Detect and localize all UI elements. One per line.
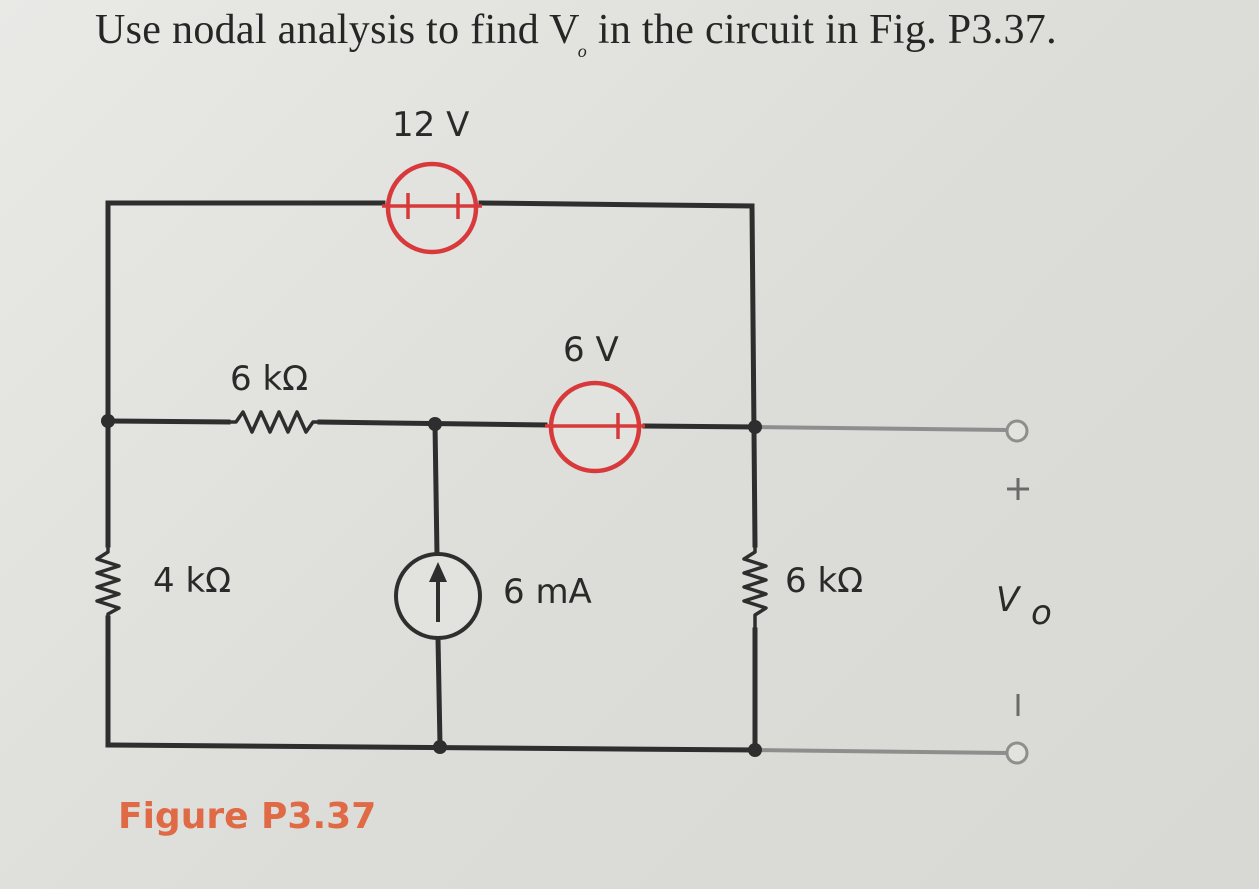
resistor-6k-top-zigzag (228, 410, 320, 434)
figure-caption: Figure P3.37 (118, 796, 376, 837)
wire-right-upper (749, 203, 758, 548)
node-left-mid (101, 414, 115, 428)
output-voltage-subscript: o (1031, 593, 1052, 633)
resistor-6k-top: 6 kΩ (228, 359, 320, 434)
wire-csrc-bottom (435, 635, 443, 748)
resistor-6k-right-zigzag (742, 545, 768, 630)
circuit-wires (105, 200, 1009, 755)
node-center-mid (428, 417, 442, 431)
resistor-4k-left-zigzag (95, 545, 121, 618)
problem-variable: V (549, 7, 580, 53)
voltage-source-12v-label: 12 V (392, 105, 469, 145)
voltage-source-12v-circle (385, 161, 479, 255)
junction-nodes (101, 414, 762, 757)
output-terminal-bottom (1005, 741, 1029, 765)
problem-text-after: in the circuit in Fig. P3.37. (587, 7, 1057, 53)
wire-top-right (478, 200, 755, 209)
voltage-source-12v: 12 V (382, 105, 482, 255)
problem-statement: Use nodal analysis to find Vo in the cir… (95, 6, 1057, 62)
wire-mid-right (642, 423, 758, 430)
resistor-4k-left: 4 kΩ (95, 545, 231, 618)
current-arrow-icon (429, 562, 447, 582)
voltage-source-6v-label: 6 V (563, 330, 619, 370)
output-voltage-label: V (996, 580, 1022, 620)
wire-csrc-top (432, 421, 440, 558)
resistor-6k-right-label: 6 kΩ (785, 561, 863, 601)
problem-text-before: Use nodal analysis to find (95, 7, 550, 53)
current-source-6ma: 6 mA (394, 552, 592, 640)
resistor-6k-right: 6 kΩ (742, 545, 863, 630)
wire-output-bottom (754, 748, 1009, 755)
wire-output-top (754, 425, 1009, 432)
wire-mid-left (105, 418, 231, 425)
wire-bottom (105, 742, 758, 753)
output-terminals: V o (996, 419, 1052, 765)
node-right-mid (748, 420, 762, 434)
output-terminal-top (1005, 419, 1029, 443)
resistor-6k-top-label: 6 kΩ (230, 359, 308, 399)
node-right-bottom (748, 743, 762, 757)
current-source-6ma-label: 6 mA (503, 572, 592, 612)
node-center-bottom (433, 740, 447, 754)
problem-variable-subscript: o (577, 41, 588, 61)
resistor-4k-left-label: 4 kΩ (153, 561, 231, 601)
voltage-source-6v: 6 V (545, 330, 645, 474)
